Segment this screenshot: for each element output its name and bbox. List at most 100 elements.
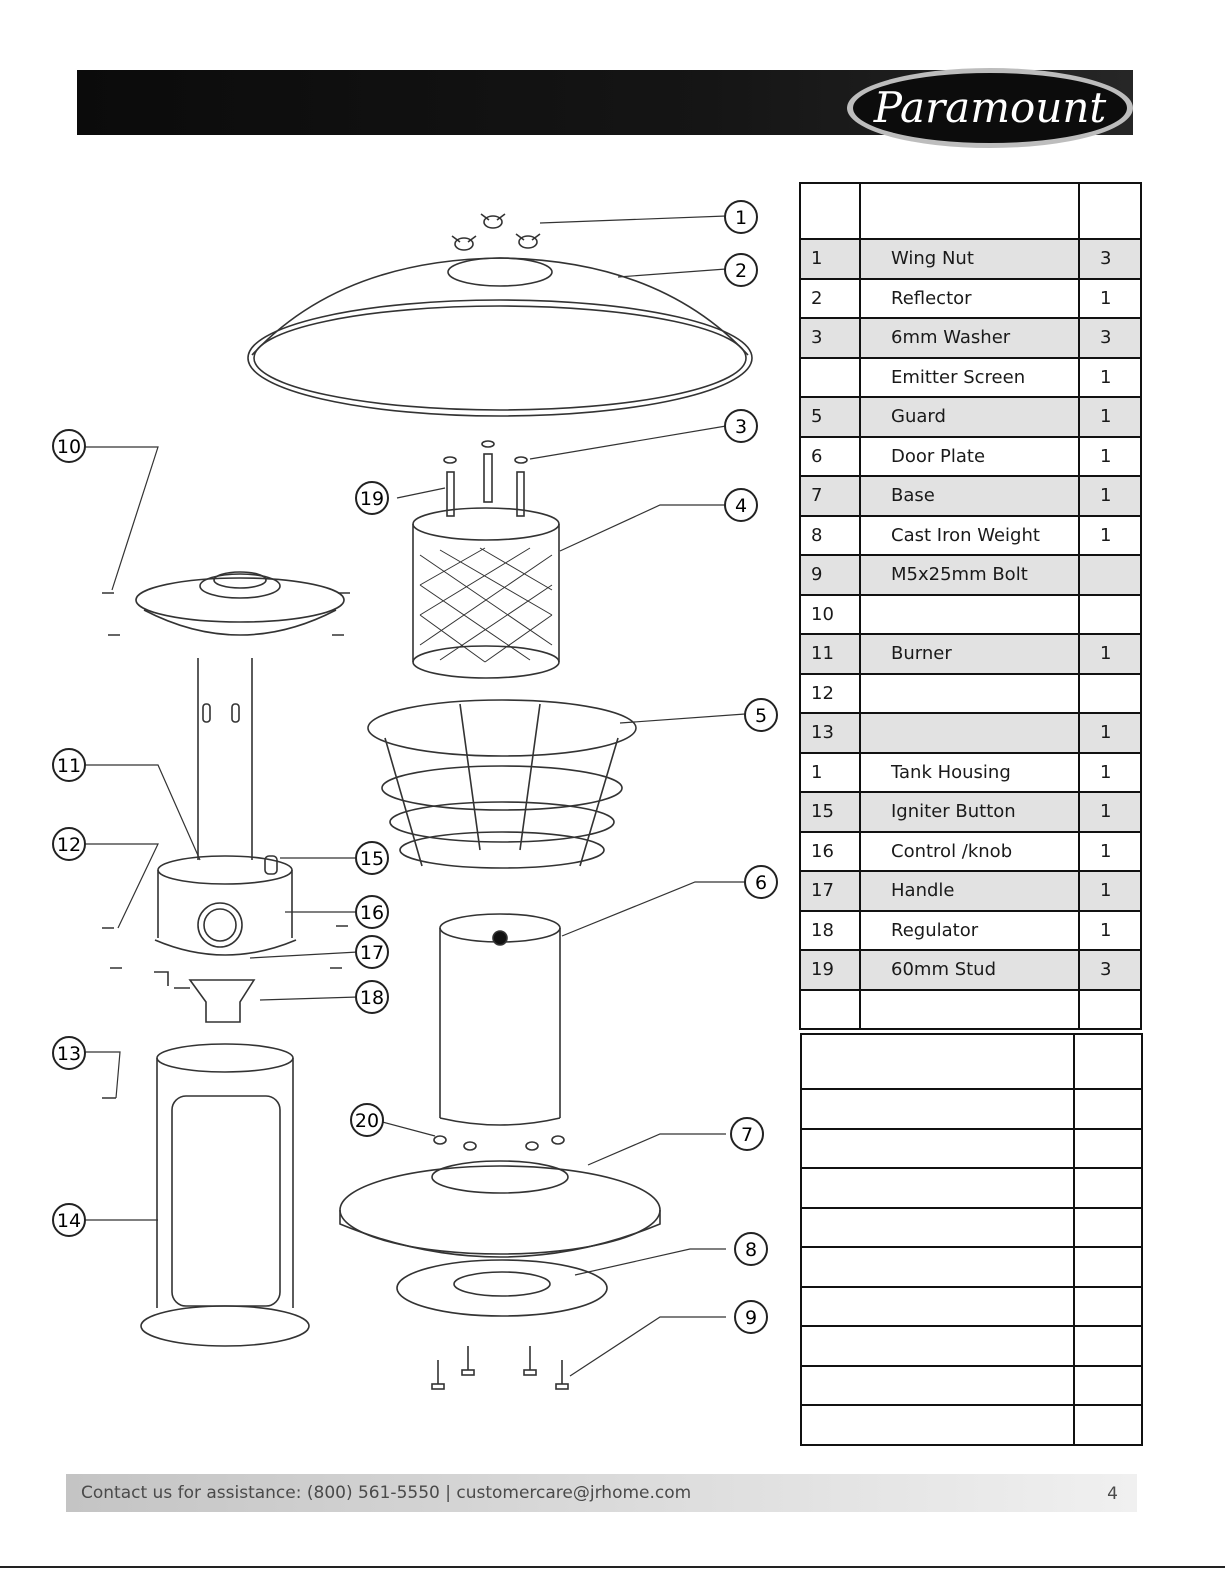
svg-text:19: 19 <box>360 488 384 510</box>
part-number: 10 <box>799 593 861 635</box>
callout-7: 7 <box>730 1117 764 1151</box>
part-number <box>799 356 861 398</box>
part-quantity: 1 <box>1078 791 1142 833</box>
callout-1: 1 <box>724 200 758 234</box>
part-number: 16 <box>799 830 861 872</box>
nut-icon <box>433 1135 565 1151</box>
logo-text: Paramount <box>873 83 1107 132</box>
table-row <box>800 1404 1143 1446</box>
part-quantity: 1 <box>1078 396 1142 438</box>
table-row <box>799 988 1142 1030</box>
table-row <box>800 1246 1143 1288</box>
table-cell <box>1073 1088 1143 1130</box>
part-name <box>859 988 1080 1030</box>
part-quantity: 1 <box>1078 830 1142 872</box>
tank-housing-shape <box>140 1043 310 1347</box>
stud-shape <box>443 440 528 517</box>
part-name: 6mm Washer <box>859 317 1080 359</box>
part-name: Cast Iron Weight <box>859 514 1080 556</box>
part-name: M5x25mm Bolt <box>859 554 1080 596</box>
table-cell <box>800 1127 1075 1169</box>
svg-text:6: 6 <box>755 872 767 894</box>
hardware-table-header <box>800 1033 1143 1090</box>
svg-text:1: 1 <box>735 207 747 229</box>
callout-5: 5 <box>744 698 778 732</box>
svg-text:11: 11 <box>57 755 81 777</box>
table-cell <box>1073 1167 1143 1209</box>
callout-11: 11 <box>52 748 86 782</box>
table-cell <box>1073 1285 1143 1327</box>
bottom-rule <box>0 1566 1225 1568</box>
part-name: Igniter Button <box>859 791 1080 833</box>
part-number: 7 <box>799 475 861 517</box>
part-name: Door Plate <box>859 435 1080 477</box>
weight-shape <box>396 1259 608 1317</box>
svg-text:18: 18 <box>360 987 384 1009</box>
table-cell <box>800 1167 1075 1209</box>
part-number: 12 <box>799 672 861 714</box>
part-quantity <box>1078 593 1142 635</box>
page-number: 4 <box>1107 1484 1118 1504</box>
part-number: 11 <box>799 633 861 675</box>
part-number: 3 <box>799 317 861 359</box>
regulator-shape <box>154 971 256 1023</box>
table-cell <box>800 1325 1075 1367</box>
part-name <box>859 712 1080 754</box>
part-number: 5 <box>799 396 861 438</box>
part-quantity: 3 <box>1078 238 1142 280</box>
tank-cylinder-shape <box>439 913 561 1126</box>
svg-text:17: 17 <box>360 942 384 964</box>
svg-text:13: 13 <box>57 1043 81 1065</box>
svg-text:10: 10 <box>57 436 81 458</box>
part-quantity: 1 <box>1078 870 1142 912</box>
callout-3: 3 <box>724 409 758 443</box>
exploded-parts-diagram: 1 2 3 4 5 6 7 8 9 10 11 12 13 14 15 16 1… <box>52 200 778 1390</box>
part-quantity: 1 <box>1078 712 1142 754</box>
svg-text:12: 12 <box>57 834 81 856</box>
part-quantity: 1 <box>1078 475 1142 517</box>
leader-lines <box>80 215 746 1377</box>
paramount-logo: Paramount <box>847 68 1133 148</box>
callout-14: 14 <box>52 1203 86 1237</box>
part-name: Reflector <box>859 277 1080 319</box>
table-row <box>800 1088 1143 1130</box>
callout-16: 16 <box>355 895 389 929</box>
wing-nut-icon <box>451 213 541 251</box>
footer-bar: Contact us for assistance: (800) 561-555… <box>66 1474 1137 1512</box>
part-number: 2 <box>799 277 861 319</box>
svg-text:3: 3 <box>735 416 747 438</box>
part-name: Regulator <box>859 909 1080 951</box>
part-number: 1 <box>799 751 861 793</box>
part-name: Emitter Screen <box>859 356 1080 398</box>
part-quantity: 1 <box>1078 633 1142 675</box>
part-number: 9 <box>799 554 861 596</box>
base-shape <box>339 1160 661 1258</box>
contact-text: Contact us for assistance: (800) 561-555… <box>81 1483 692 1503</box>
part-number: 1 <box>799 238 861 280</box>
parts-table-header <box>799 182 1142 240</box>
table-cell <box>800 1206 1075 1248</box>
part-name: 60mm Stud <box>859 949 1080 991</box>
callout-6: 6 <box>744 865 778 899</box>
table-cell <box>800 1088 1075 1130</box>
svg-text:5: 5 <box>755 705 767 727</box>
svg-text:7: 7 <box>741 1124 753 1146</box>
table-row <box>800 1127 1143 1169</box>
table-cell <box>800 1285 1075 1327</box>
post-shape <box>197 658 253 860</box>
emitter-screen-shape <box>412 507 560 679</box>
callout-19: 19 <box>355 481 389 515</box>
